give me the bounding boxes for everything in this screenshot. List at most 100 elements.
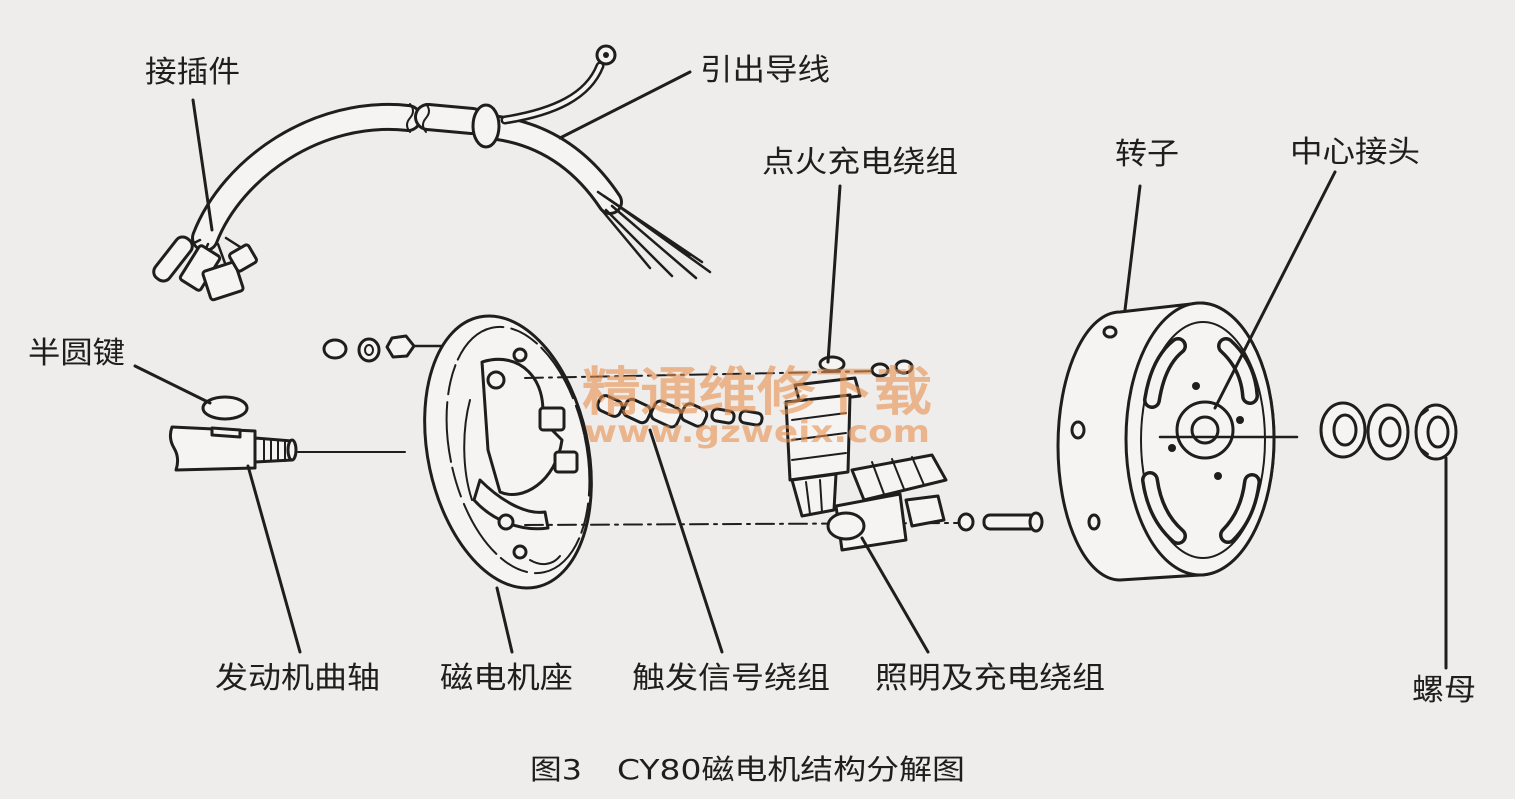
rotor-slots [1141,337,1261,545]
base-lug [553,450,579,474]
trigger-coil-part [596,394,624,418]
trigger-coil-part [649,399,683,429]
rotor-drum-hole [1102,325,1118,339]
leader-connector [191,98,214,232]
leader-ignition-winding [826,184,842,364]
screw-head [385,334,416,359]
figure-title: CY80磁电机结构分解图 [617,753,965,786]
washer [322,338,348,360]
cable-clamp [471,103,501,149]
axis-line-lower [524,522,959,526]
label-connector: 接插件 [145,55,240,90]
watermark-name: 精通维修下载 [582,363,932,423]
ignition-coil-top-post [818,355,846,373]
rotor-face-ring [1140,321,1266,559]
crankshaft-keyway [210,426,242,439]
cable-segment-left [194,105,419,249]
crankshaft-thread [253,436,294,464]
rotor-slot [1144,474,1184,542]
lighting-coil-bracket [904,494,946,528]
connector-plug-1 [152,235,194,283]
connector-plug-4 [228,243,258,273]
spring-washer-hole [364,344,374,356]
connector-plugs [152,235,258,302]
lighting-coil-bolt-head [1028,511,1044,533]
woodruff-key [201,395,249,421]
base-screw-hole [486,370,506,390]
lighting-coil-bolt [982,513,1038,531]
nut-hex-edges [1419,409,1455,455]
label-magneto-base: 磁电机座 [440,661,573,696]
trigger-coil-part [679,402,709,428]
nut-thread-hole [1426,415,1450,449]
cable-segment-right [488,118,620,212]
rotor-hub-hole [1192,382,1200,390]
axis-line-upper [524,370,881,379]
rotor-hub-hole [1214,472,1222,480]
spring-washer [357,337,381,363]
leader-woodruff-key [133,364,212,405]
lighting-charging-winding [826,453,1044,552]
leader-magneto-base [495,586,514,654]
trigger-coil-part [621,397,653,425]
label-woodruff-key: 半圆键 [28,336,125,371]
magneto-base [423,314,593,590]
figure-number: 图3 [530,753,582,786]
wire [610,204,698,280]
rotor [1056,301,1299,582]
label-ignition-charging-winding: 点火充电绕组 [762,145,958,180]
ignition-coil-screw [870,362,890,378]
rotor-hub-hole [1236,416,1244,424]
label-nut: 螺母 [1412,673,1476,708]
label-lead-wires: 引出导线 [700,53,830,88]
wire [608,198,712,274]
ignition-coil-bottom [790,472,838,518]
ignition-coil-core-lines [805,479,823,515]
cable-segment-middle [417,106,483,132]
crankshaft-thread-hatch [263,438,286,463]
leader-lines [133,70,1448,670]
nut-set [1319,401,1458,461]
leader-rotor [1123,184,1142,312]
base-screw-hole [497,513,515,531]
part-labels: 接插件 引出导线 点火充电绕组 转子 中心接头 半圆键 发动机曲轴 磁电机座 触… [28,53,1476,708]
ignition-coil-screw [894,359,914,375]
label-lighting-charging-winding: 照明及充电绕组 [875,661,1105,696]
base-mount-bracket [480,357,564,497]
leader-trigger-winding [648,428,724,654]
ignition-charging-winding [784,355,914,518]
rotor-hub-hole [1168,444,1176,452]
cable-break-mark [406,103,430,133]
crankshaft [168,425,406,472]
base-screw-hole [512,347,528,363]
label-rotor: 转子 [1115,137,1179,172]
lighting-coil-end [826,511,866,541]
spring-washer-hole [1378,416,1402,448]
wire [216,242,228,268]
trigger-coil-screw [710,407,736,425]
lighting-coil-washer [957,512,975,532]
base-plate-rim [445,325,591,575]
rotor-slot [1220,340,1256,402]
ring-terminal-hole [603,52,609,58]
rotor-center-hub-bore [1190,415,1220,445]
rotor-drum-hole [1087,513,1101,531]
rotor-slot [1146,340,1184,406]
wire [598,206,652,270]
rotor-drum-hole [1070,420,1086,440]
wiring-harness [152,44,712,302]
rotor-slot [1222,476,1258,541]
label-trigger-signal-winding: 触发信号绕组 [632,661,830,696]
leader-crankshaft [246,464,302,654]
wire-fan-right [596,190,712,280]
base-screw-hole [512,544,528,560]
ignition-coil-winding-lines [791,412,847,461]
leader-lead-wires [558,70,692,140]
leader-lighting-winding [860,536,930,654]
label-center-hub: 中心接头 [1290,135,1420,170]
leader-center-hub [1213,170,1337,410]
crankshaft-end [286,438,298,462]
base-arm-lower [472,478,550,531]
connector-plug-3 [201,260,245,302]
